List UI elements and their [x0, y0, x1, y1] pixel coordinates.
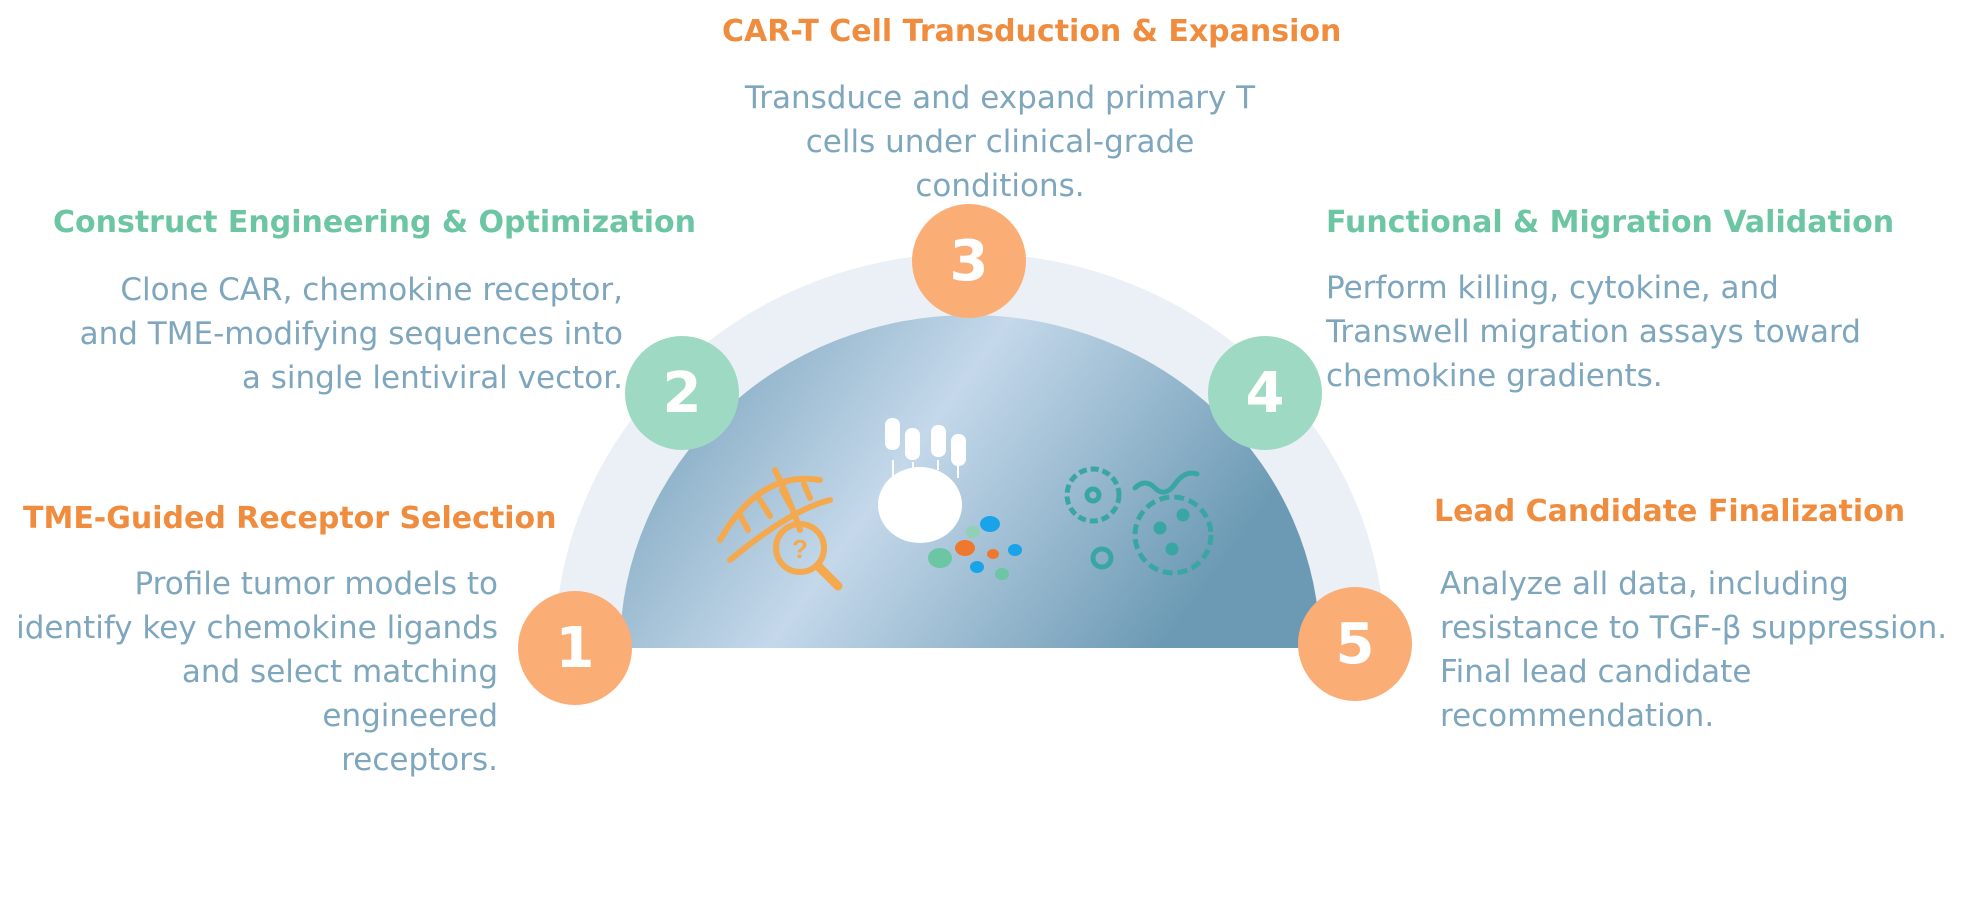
step2-number: 2	[625, 336, 739, 450]
chemokine-dots-icon	[928, 516, 1022, 580]
step5-line-2: resistance to TGF-β suppression.	[1440, 610, 1948, 646]
step5-line-3: Final lead candidate	[1440, 654, 1752, 690]
step5-title: Lead Candidate Finalization	[1434, 494, 1906, 529]
step4-line-1: Perform killing, cytokine, and	[1326, 270, 1779, 306]
step1-line-2: identify key chemokine ligands	[16, 610, 498, 646]
step2-title: Construct Engineering & Optimization	[53, 205, 696, 240]
step1-number: 1	[518, 591, 632, 705]
step4-line-3: chemokine gradients.	[1326, 358, 1663, 394]
step3-line-3: conditions.	[915, 168, 1085, 204]
step3-description: Transduce and expand primary T cells und…	[730, 76, 1270, 208]
step3-title: CAR-T Cell Transduction & Expansion	[722, 14, 1342, 49]
step5-description: Analyze all data, including resistance t…	[1440, 562, 1960, 738]
step4-line-2: Transwell migration assays toward	[1326, 314, 1861, 350]
step4-description: Perform killing, cytokine, and Transwell…	[1326, 266, 1926, 398]
step1-line-3: and select matching engineered	[181, 654, 498, 734]
step4-title: Functional & Migration Validation	[1326, 205, 1895, 240]
tumor-cell-icon	[1064, 466, 1214, 576]
step3-line-1: Transduce and expand primary T	[744, 80, 1256, 116]
step5-number: 5	[1298, 587, 1412, 701]
car-t-cell-icon	[878, 418, 966, 543]
step1-title: TME-Guided Receptor Selection	[23, 501, 557, 536]
step4-number: 4	[1208, 336, 1322, 450]
step3-line-2: cells under clinical-grade	[805, 124, 1195, 160]
step1-line-1: Profile tumor models to	[134, 566, 498, 602]
step2-line-1: Clone CAR, chemokine receptor,	[120, 272, 623, 308]
step5-line-4: recommendation.	[1440, 698, 1715, 734]
step2-line-2: and TME-modifying sequences into	[79, 316, 623, 352]
step3-number: 3	[912, 204, 1026, 318]
step1-line-4: receptors.	[341, 742, 498, 778]
step1-description: Profile tumor models to identify key che…	[10, 562, 498, 782]
svg-text:?: ?	[792, 534, 808, 564]
step2-line-3: a single lentiviral vector.	[241, 360, 623, 396]
step5-line-1: Analyze all data, including	[1440, 566, 1849, 602]
dna-search-icon: ?	[717, 467, 843, 591]
inner-dome	[620, 315, 1320, 648]
step2-description: Clone CAR, chemokine receptor, and TME-m…	[40, 268, 623, 400]
